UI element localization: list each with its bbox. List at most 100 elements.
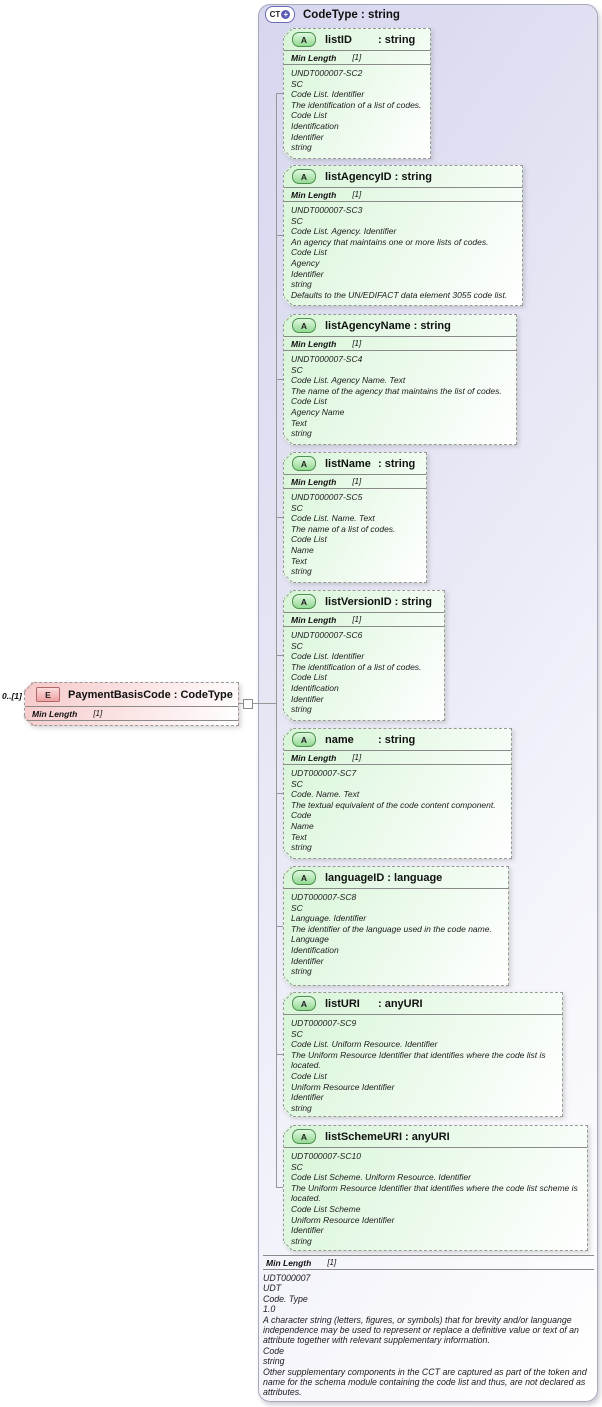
element-connector-line [239,703,277,704]
annotation-line: Identifier [291,693,324,704]
annotation-line: UDT000007-SC9 [291,1018,357,1028]
complex-type-icon: CT+ [265,6,295,23]
attribute-header: A listURI: anyURI [284,993,562,1015]
annotation-line: An agency that maintains one or more lis… [291,236,489,247]
connector-stub [276,793,284,794]
annotation-line: The identification of a list of codes. [291,661,422,672]
attribute-header: A listVersionID: string [284,591,444,613]
annotation-line: A character string (letters, figures, or… [263,1314,579,1346]
attribute-icon: A [292,870,316,885]
annotation-line: Language [291,934,329,945]
annotation-line: Text [291,831,307,842]
attribute-box-listVersionID[interactable]: A listVersionID: string Min Length [1] U… [283,590,445,721]
annotation-line: UNDT000007-SC3 [291,205,363,215]
annotation-line: The identification of a list of codes. [291,99,422,110]
annotation-line: Name [291,820,314,831]
annotation-line: The textual equivalent of the code conte… [291,799,496,810]
annotation-line: The name of a list of codes. [291,523,396,534]
attribute-header: A listID: string [284,29,430,51]
attribute-box-name[interactable]: A name: string Min Length [1] UDT000007-… [283,728,512,859]
annotation-line: The Uniform Resource Identifier that ide… [291,1049,546,1071]
attribute-icon: A [292,996,316,1011]
attribute-title: listAgencyID: string [325,170,432,183]
annotation-line: SC [291,502,303,513]
annotation-line: UDT000007-SC10 [291,1151,361,1161]
annotation-line: 1.0 [263,1304,276,1315]
annotation-line: The identifier of the language used in t… [291,923,492,934]
attribute-header: A languageID: language [284,867,508,889]
attribute-icon: A [292,318,316,333]
annotation-line: string [263,1356,285,1367]
annotation-line: Identifier [291,268,324,279]
annotation-line: string [291,1235,312,1246]
annotation-line: UNDT000007-SC6 [291,630,363,640]
annotation-line: UNDT000007-SC4 [291,354,363,364]
attribute-box-listAgencyID[interactable]: A listAgencyID: string Min Length [1] UN… [283,165,523,306]
attribute-box-listName[interactable]: A listName: string Min Length [1] UNDT00… [283,452,427,583]
facet-row: Min Length [1] [284,613,444,627]
attribute-header: A listAgencyName: string [284,315,516,337]
attribute-title: listID: string [325,33,416,46]
attribute-spine-line [276,93,277,1188]
codetype-facet-row: Min Length [1] [263,1255,594,1270]
annotation-line: Language. Identifier [291,913,367,924]
annotation-line: string [291,279,312,290]
annotation-line: Code List. Identifier [291,89,365,100]
element-facet-row: Min Length [1] [25,707,238,721]
plus-icon: + [281,10,291,19]
codetype-header[interactable]: CT+ CodeType : string [265,6,400,23]
annotation-line: Code List. Agency Name. Text [291,375,406,386]
annotation-line: Code List [291,1070,327,1081]
facet-row: Min Length [1] [284,337,516,351]
annotation-line: Code List [291,247,327,258]
annotation-line: string [291,142,312,153]
annotation-line: SC [291,1028,303,1039]
annotation-line: Uniform Resource Identifier [291,1081,395,1092]
annotation-line: Identifier [291,131,324,142]
annotation-line: Code. Type [263,1293,308,1304]
attribute-title: listAgencyName: string [325,319,451,332]
annotation-line: Text [291,555,307,566]
element-box-paymentbasiscode[interactable]: E PaymentBasisCode : CodeType Min Length… [24,682,239,726]
annotation-line: Code List. Name. Text [291,513,375,524]
facet-row: Min Length [1] [284,475,426,489]
collapse-handle[interactable] [243,699,253,709]
annotation-line: string [291,566,312,577]
element-title: PaymentBasisCode : CodeType [68,688,233,701]
attribute-title: listVersionID: string [325,595,432,608]
annotation-line: Identifier [291,1092,324,1103]
annotation-line: Code List. Identifier [291,651,365,662]
annotation-line: Code List Scheme [291,1203,361,1214]
attribute-icon: A [292,732,316,747]
annotation-line: UDT000007-SC8 [291,892,357,902]
annotation-line: Code [263,1345,285,1356]
annotation-line: Code List [291,534,327,545]
annotation-line: SC [291,364,303,375]
annotation-line: string [291,428,312,439]
attribute-icon: A [292,169,316,184]
attribute-header: A listSchemeURI: anyURI [284,1126,587,1148]
annotation-line: UNDT000007-SC2 [291,68,363,78]
annotation-line: SC [291,902,303,913]
annotation-line: Code List [291,110,327,121]
attribute-box-listID[interactable]: A listID: string Min Length [1] UNDT0000… [283,28,431,159]
attribute-title: listURI: anyURI [325,997,423,1010]
annotation-line: Identification [291,682,339,693]
annotation-line: Name [291,544,314,555]
annotation-line: Uniform Resource Identifier [291,1214,395,1225]
attribute-box-listAgencyName[interactable]: A listAgencyName: string Min Length [1] … [283,314,517,445]
attribute-icon: A [292,1129,316,1144]
attribute-header: A listName: string [284,453,426,475]
annotation-line: string [291,842,312,853]
annotation-line: Agency Name [291,406,345,417]
